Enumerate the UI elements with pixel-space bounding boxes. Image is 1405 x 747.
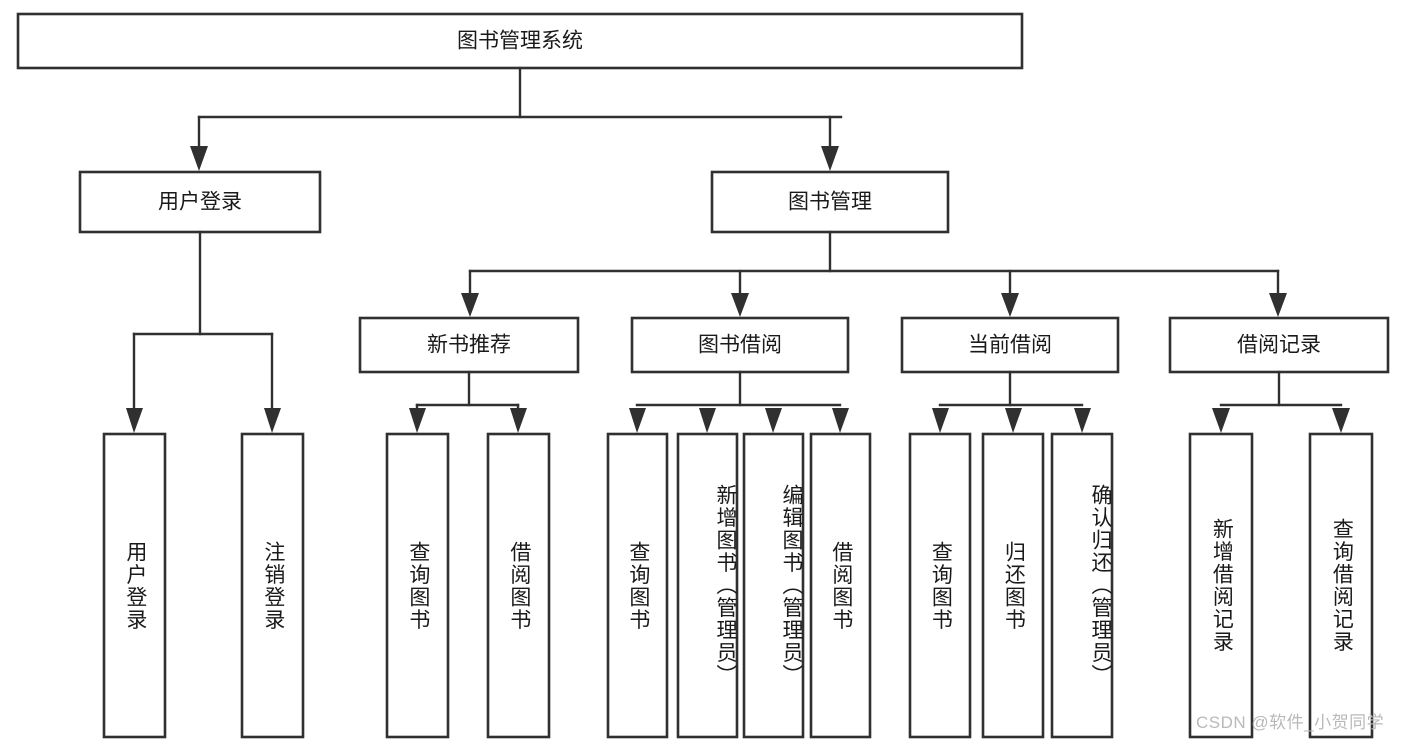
connector-user-login-to-leaves <box>126 230 281 433</box>
node-book-manage-label: 图书管理 <box>788 191 872 214</box>
node-book-borrow-label: 图书借阅 <box>698 334 782 357</box>
node-new-book-rec[interactable]: 新书推荐 <box>358 316 580 374</box>
arrow-head-leaf-cur-query <box>932 408 949 433</box>
node-current-borrow[interactable]: 当前借阅 <box>900 316 1120 374</box>
node-book-manage[interactable]: 图书管理 <box>710 170 950 234</box>
leaf-user-logout-rect[interactable] <box>240 432 305 739</box>
arrow-head-leaf-user-login <box>126 408 143 433</box>
leaf-boxes <box>102 432 1374 739</box>
arrow-head-leaf-cur-return <box>1005 408 1022 433</box>
node-user-login-rect[interactable] <box>78 170 322 234</box>
arrow-head-leaf-borrow-lend <box>832 408 849 433</box>
node-new-book-rec-label: 新书推荐 <box>427 334 511 357</box>
connector-current-borrow-to-leaves <box>932 370 1091 433</box>
arrow-head-borrow-record <box>1269 293 1287 317</box>
leaf-rec-borrow-rect[interactable] <box>486 432 551 739</box>
leaf-rec-add-rect[interactable] <box>1188 432 1254 739</box>
node-borrow-record[interactable]: 借阅记录 <box>1168 316 1390 374</box>
connector-book-manage-to-level3 <box>461 230 1287 317</box>
arrow-head-leaf-user-logout <box>264 408 281 433</box>
arrow-head-current-borrow <box>1001 293 1019 317</box>
connector-book-borrow-to-leaves <box>629 370 849 433</box>
node-root-rect[interactable] <box>16 12 1024 70</box>
leaf-cur-query-rect[interactable] <box>908 432 972 739</box>
leaf-borrow-add-rect[interactable] <box>676 432 739 739</box>
leaf-borrow-edit-rect[interactable] <box>742 432 805 739</box>
connector-borrow-record-to-leaves <box>1212 370 1350 433</box>
arrow-head-leaf-rec-query <box>409 408 426 433</box>
arrow-head-user-login <box>190 146 208 171</box>
node-current-borrow-rect[interactable] <box>900 316 1120 374</box>
watermark-text: CSDN @软件_小贺同学 <box>1196 713 1385 732</box>
leaf-cur-return-rect[interactable] <box>981 432 1045 739</box>
node-root-label: 图书管理系统 <box>457 30 583 53</box>
node-borrow-record-label: 借阅记录 <box>1237 334 1321 357</box>
arrow-head-leaf-borrow-add <box>699 408 716 433</box>
arrow-head-leaf-rec-add <box>1212 408 1230 433</box>
leaf-rec-query2-rect[interactable] <box>1308 432 1374 739</box>
node-current-borrow-label: 当前借阅 <box>968 334 1052 357</box>
leaf-borrow-query-rect[interactable] <box>606 432 669 739</box>
arrow-head-book-manage <box>821 146 839 171</box>
leaf-cur-confirm-rect[interactable] <box>1050 432 1114 739</box>
node-book-borrow[interactable]: 图书借阅 <box>630 316 850 374</box>
leaf-rec-query-rect[interactable] <box>385 432 450 739</box>
arrow-head-leaf-borrow-edit <box>765 408 782 433</box>
connector-new-book-rec-to-leaves <box>409 370 527 433</box>
arrow-head-leaf-cur-confirm <box>1074 408 1091 433</box>
node-new-book-rec-rect[interactable] <box>358 316 580 374</box>
arrow-head-book-borrow <box>731 293 749 317</box>
node-user-login[interactable]: 用户登录 <box>78 170 322 234</box>
arrow-head-leaf-rec-borrow <box>510 408 527 433</box>
connector-root-to-level2 <box>190 66 843 171</box>
leaf-user-login-rect[interactable] <box>102 432 167 739</box>
arrow-head-leaf-borrow-query <box>629 408 646 433</box>
leaf-borrow-lend-rect[interactable] <box>809 432 872 739</box>
node-user-login-label: 用户登录 <box>158 191 242 214</box>
arrow-head-new-book-rec <box>461 293 479 317</box>
node-root[interactable]: 图书管理系统 <box>16 12 1024 70</box>
arrow-head-leaf-rec-query2 <box>1332 408 1350 433</box>
